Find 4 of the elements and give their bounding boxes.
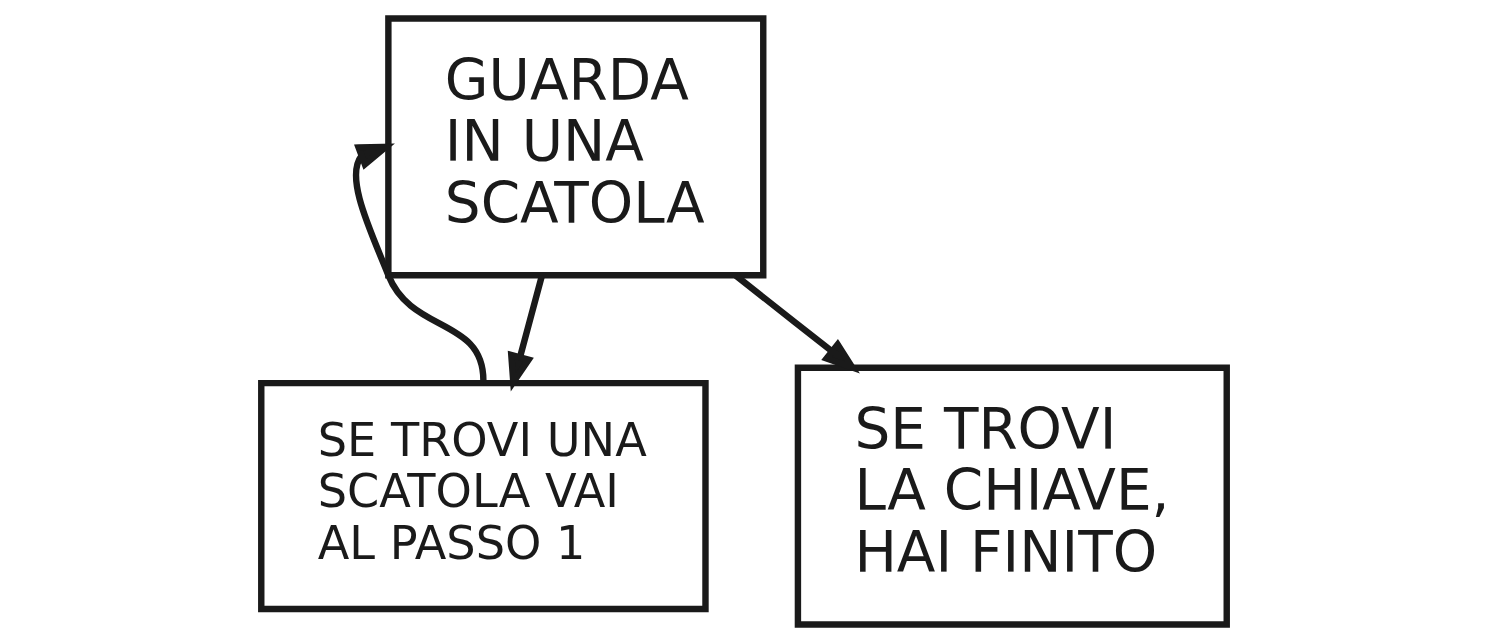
node-box: GUARDA IN UNA SCATOLA (385, 15, 767, 279)
arrow (352, 143, 487, 381)
node-box: SE TROVI LA CHIAVE, HAI FINITO (794, 364, 1230, 628)
node-box: SE TROVI UNA SCATOLA VAI AL PASSO 1 (258, 379, 709, 613)
